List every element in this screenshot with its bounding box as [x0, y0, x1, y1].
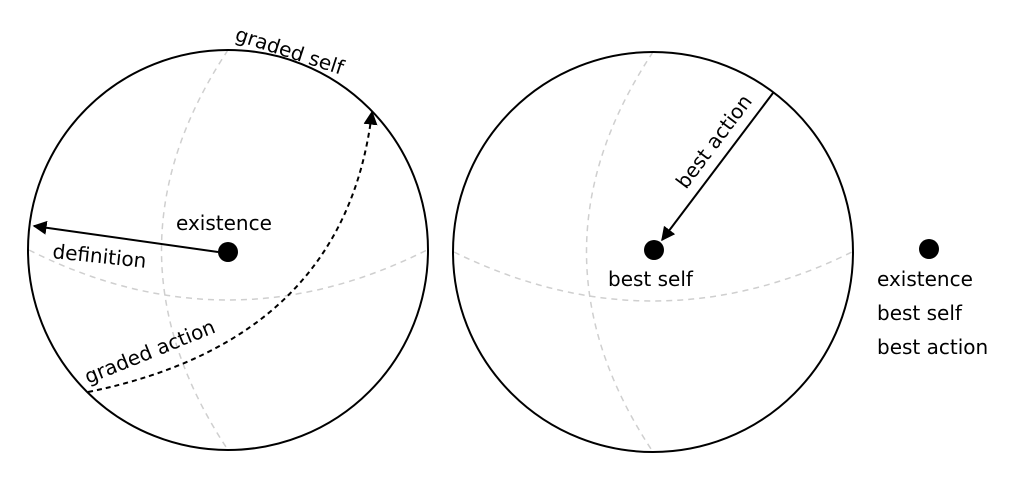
left-sphere-meridian	[160, 49, 229, 451]
left-existence-dot	[218, 242, 238, 262]
right-sphere: best action best self	[452, 51, 854, 453]
best-action-label: best action	[671, 90, 757, 193]
single-point: existence best self best action	[877, 239, 988, 359]
best-self-dot	[644, 240, 664, 260]
best-self-label: best self	[608, 267, 694, 291]
single-point-label-existence: existence	[877, 267, 973, 291]
left-sphere-outline	[27, 49, 429, 451]
single-point-dot	[919, 239, 939, 259]
definition-arrow	[32, 220, 219, 253]
single-point-label-best-self: best self	[877, 301, 963, 325]
left-sphere-equator	[28, 249, 428, 301]
graded-action-arc	[87, 110, 378, 393]
definition-label: definition	[51, 239, 147, 273]
left-existence-label: existence	[176, 211, 272, 235]
left-sphere: existence definition graded action grade…	[27, 22, 429, 451]
single-point-label-best-action: best action	[877, 335, 988, 359]
best-action-arrow	[661, 92, 774, 242]
right-sphere-meridian	[585, 51, 654, 453]
right-sphere-outline	[452, 51, 854, 453]
graded-action-label: graded action	[81, 314, 219, 388]
right-sphere-equator	[453, 251, 853, 302]
